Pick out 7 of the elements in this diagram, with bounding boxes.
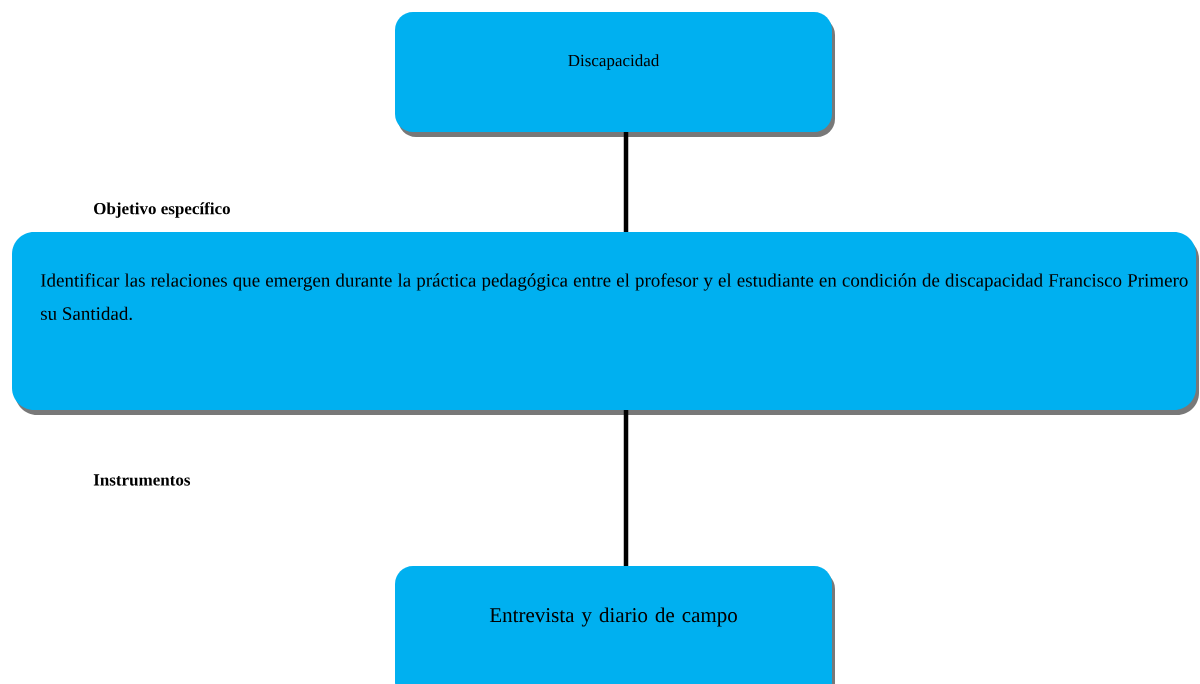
connector-line <box>623 132 629 232</box>
section-heading: Objetivo específico <box>94 202 230 218</box>
process-box: Entrevista y diario de campo <box>395 566 835 684</box>
process-box: Discapacidad <box>395 12 835 137</box>
objective-box: Identificar las relaciones que emergen durante la práctica pedagógica entre el profesor y el estudiante en condición de discapacidad Francisco Primero su Santidad. <box>12 232 1199 415</box>
section-heading: Instrumentos <box>93 474 191 486</box>
connector-line <box>623 410 629 566</box>
